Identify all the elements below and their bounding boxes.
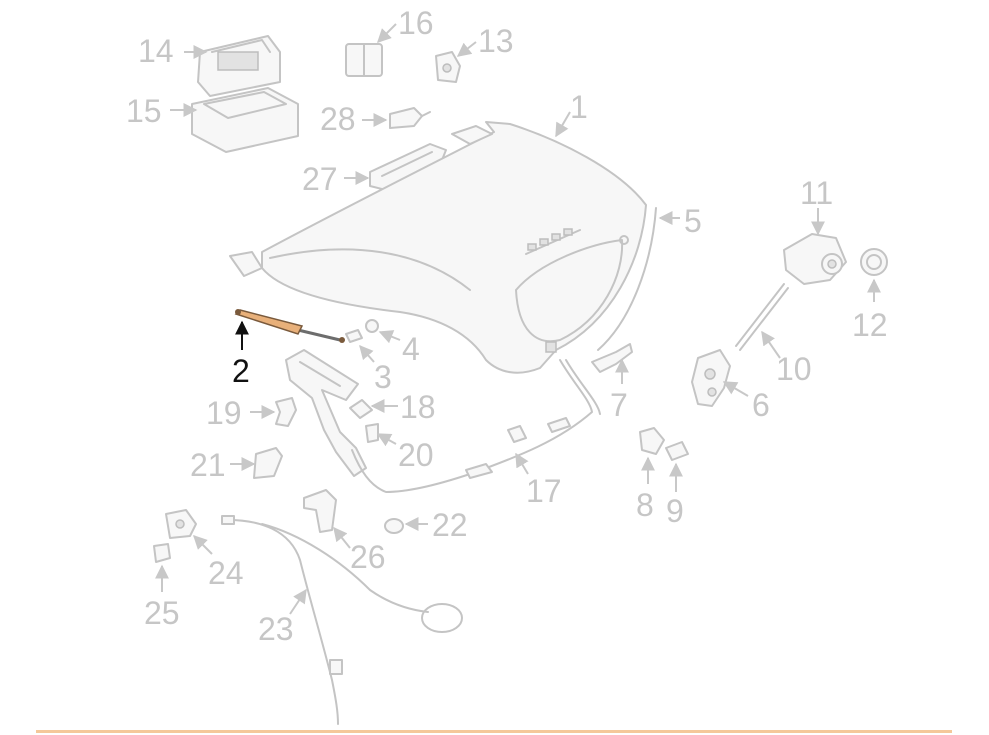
hinge-assembly — [285, 349, 367, 477]
label-5: 5 — [684, 203, 702, 239]
label-16: 16 — [398, 5, 434, 41]
label-14: 14 — [138, 33, 174, 69]
part-24-bracket — [165, 509, 213, 555]
label-4: 4 — [402, 331, 420, 367]
label-3: 3 — [374, 359, 392, 395]
label-26: 26 — [350, 539, 386, 575]
part-21-cover — [230, 447, 283, 479]
label-23: 23 — [258, 611, 294, 647]
label-19: 19 — [206, 395, 242, 431]
part-14-trunk-light — [184, 35, 281, 97]
label-21: 21 — [190, 447, 226, 483]
part-12-cap — [860, 248, 888, 302]
label-27: 27 — [302, 161, 338, 197]
part-26-release — [303, 489, 351, 549]
part-23-cable — [221, 515, 463, 725]
part-15-light-tray — [170, 87, 299, 153]
label-1: 1 — [570, 89, 588, 125]
part-16-switch — [345, 23, 397, 77]
label-7: 7 — [610, 387, 628, 423]
bottom-rule — [36, 730, 952, 733]
label-25: 25 — [144, 595, 180, 631]
label-8: 8 — [636, 487, 654, 523]
part-25-screw — [153, 543, 171, 592]
part-18-buffer — [349, 399, 398, 419]
label-28: 28 — [320, 101, 356, 137]
label-18: 18 — [400, 389, 436, 425]
part-5-seal — [597, 207, 680, 351]
part-7-bracket — [591, 343, 633, 384]
part-11-lock-cylinder — [783, 208, 847, 285]
part-9-plate — [665, 441, 689, 492]
label-12: 12 — [852, 307, 888, 343]
label-2: 2 — [232, 353, 250, 389]
part-19-clip — [250, 397, 297, 427]
part-13-clip — [435, 41, 477, 83]
part-28-bulb — [362, 107, 431, 129]
label-9: 9 — [666, 493, 684, 529]
part-4-nut — [365, 319, 401, 344]
label-24: 24 — [208, 555, 244, 591]
part-8-clip — [639, 427, 665, 484]
label-17: 17 — [526, 473, 562, 509]
part-1-trunk-lid — [229, 111, 647, 374]
label-20: 20 — [398, 437, 434, 473]
label-11: 11 — [800, 175, 833, 211]
label-22: 22 — [432, 507, 468, 543]
part-17-seal-strip — [351, 359, 601, 493]
label-15: 15 — [126, 93, 162, 129]
part-20-screw — [365, 423, 397, 447]
part-22-grommet — [384, 517, 428, 534]
label-10: 10 — [776, 351, 812, 387]
part-2-gas-strut — [234, 309, 345, 350]
part-6-lock — [691, 349, 749, 407]
part-3-bolt — [345, 329, 375, 363]
label-6: 6 — [752, 387, 770, 423]
label-13: 13 — [478, 23, 514, 59]
part-10-rod — [735, 283, 789, 359]
